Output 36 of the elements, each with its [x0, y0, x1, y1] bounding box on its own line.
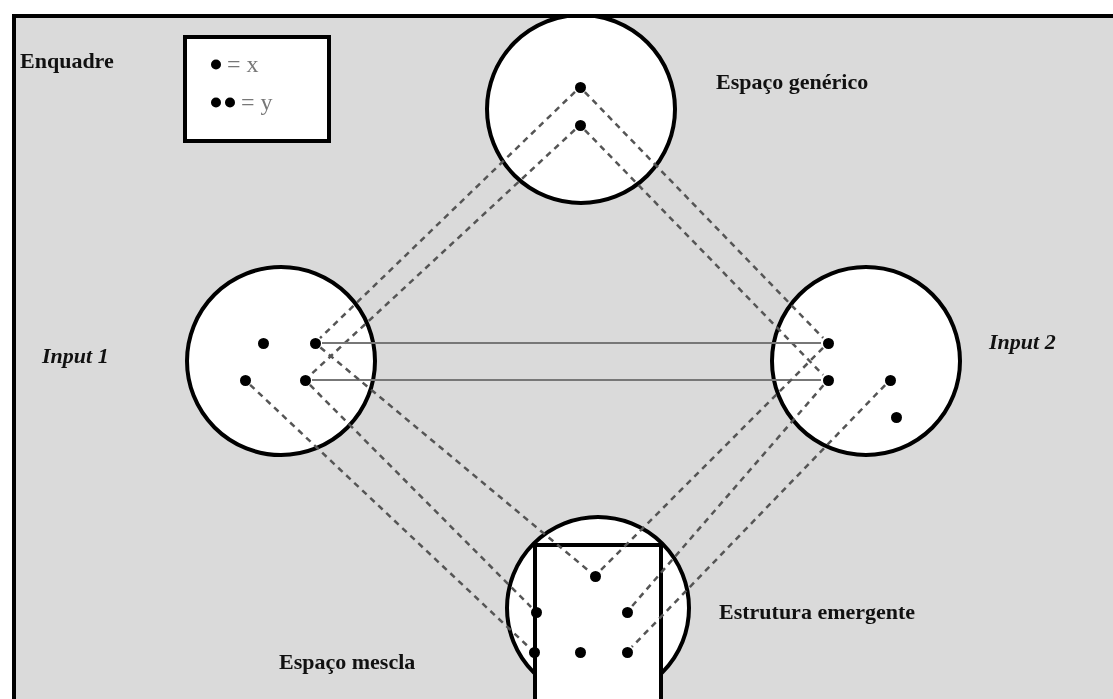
frame-label: Enquadre [20, 48, 114, 74]
dashed-line [630, 384, 887, 648]
dot [822, 374, 834, 386]
dashed-line [319, 346, 591, 573]
connector-line [321, 342, 822, 344]
dashed-line [583, 91, 825, 339]
dashed-line [599, 347, 824, 572]
dashed-line [309, 384, 532, 608]
dot [528, 646, 540, 658]
connector-line [311, 379, 822, 381]
space-label: Estrutura emergente [719, 599, 916, 625]
dashed-line [584, 129, 824, 376]
space-label: Espaço genérico [716, 69, 869, 95]
dot [822, 337, 834, 349]
legend-text: = y [241, 89, 273, 116]
dot [574, 119, 586, 131]
dot [530, 606, 542, 618]
dot [621, 646, 633, 658]
dot [309, 337, 321, 349]
dashed-line [630, 384, 825, 608]
dot [239, 374, 251, 386]
dot [589, 570, 601, 582]
dashed-line [249, 383, 530, 649]
space-label: Input 2 [989, 329, 1056, 355]
dot [621, 606, 633, 618]
dot [574, 646, 586, 658]
space-label: Espaço mescla [279, 649, 416, 675]
legend-text: = x [227, 51, 259, 78]
dashed-line [309, 128, 576, 377]
dashed-line [319, 90, 576, 340]
dot [574, 81, 586, 93]
dot [884, 374, 896, 386]
dot [890, 411, 902, 423]
dot [257, 337, 269, 349]
dot [299, 374, 311, 386]
space-label: Input 1 [42, 343, 109, 369]
